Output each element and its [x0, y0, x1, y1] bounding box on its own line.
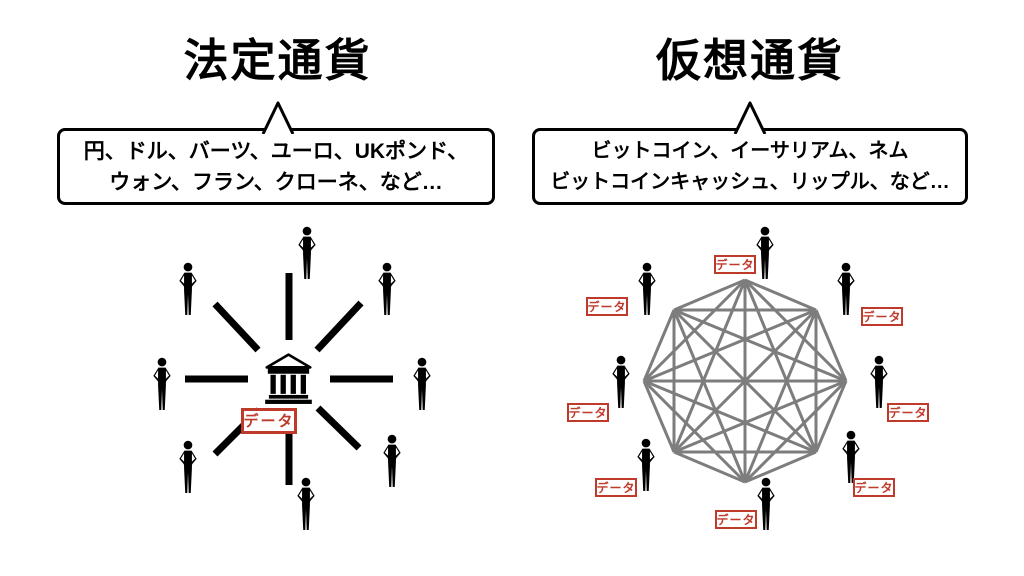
person-icon [378, 262, 396, 316]
mesh-edge [672, 309, 747, 483]
data-label: データ [861, 307, 903, 326]
person-icon [413, 357, 431, 411]
spoke-line [314, 300, 364, 353]
fiat-examples-line2: ウォン、フラン、クローネ、など… [109, 170, 443, 194]
mesh-network [612, 226, 888, 531]
left-panel-title: 法定通貨 [183, 35, 372, 86]
person-icon [179, 440, 197, 494]
mesh-edge [744, 278, 817, 312]
fiat-examples-line1: 円、ドル、バーツ、ユーロ、UKポンド、 [83, 139, 469, 163]
mesh-edge [814, 380, 848, 453]
centralized-network [153, 226, 431, 531]
crypto-examples-line2: ビットコインキャッシュ、リップル、など… [550, 170, 950, 193]
mesh-edge [673, 308, 847, 383]
mesh-edge [642, 309, 676, 382]
person-icon [637, 438, 655, 492]
person-icon [153, 357, 171, 411]
spoke-lines [185, 273, 393, 485]
data-label: データ [887, 403, 929, 422]
mesh-edges [642, 278, 848, 484]
crypto-examples-line1: ビットコイン、イーサリアム、ネム [591, 139, 909, 162]
person-icon [179, 262, 197, 316]
bubble-tail-icon [261, 101, 295, 134]
spoke-line [315, 405, 362, 451]
mesh-edge [744, 450, 817, 484]
spoke-line [212, 301, 261, 353]
mesh-edge [673, 450, 746, 484]
mesh-edge [642, 380, 676, 453]
data-label: データ [715, 510, 757, 529]
person-icon [298, 226, 316, 280]
data-label: データ [586, 297, 628, 316]
person-icon [837, 262, 855, 316]
data-label: データ [241, 408, 297, 434]
person-icon [757, 477, 775, 531]
fiat-currency-bubble: 円、ドル、バーツ、ユーロ、UKポンド、 ウォン、フラン、クローネ、など… [57, 101, 495, 205]
mesh-edge [673, 278, 746, 312]
person-icon [383, 434, 401, 488]
bubble-tail-icon [733, 101, 767, 134]
person-icon [842, 430, 860, 484]
person-icon [638, 262, 656, 316]
mesh-edge [672, 308, 818, 454]
person-icon [612, 355, 630, 409]
data-label: データ [567, 403, 609, 422]
person-icon [870, 355, 888, 409]
data-label: データ [714, 255, 756, 274]
mesh-edge [642, 379, 747, 484]
crypto-currency-bubble: ビットコイン、イーサリアム、ネム ビットコインキャッシュ、リップル、など… [532, 101, 968, 205]
mesh-edge [814, 309, 848, 382]
person-icon [297, 477, 315, 531]
data-label: データ [853, 478, 895, 497]
person-icon [756, 226, 774, 280]
right-panel-title: 仮想通貨 [655, 35, 844, 86]
data-label: データ [595, 478, 637, 497]
bank-icon [265, 353, 312, 404]
